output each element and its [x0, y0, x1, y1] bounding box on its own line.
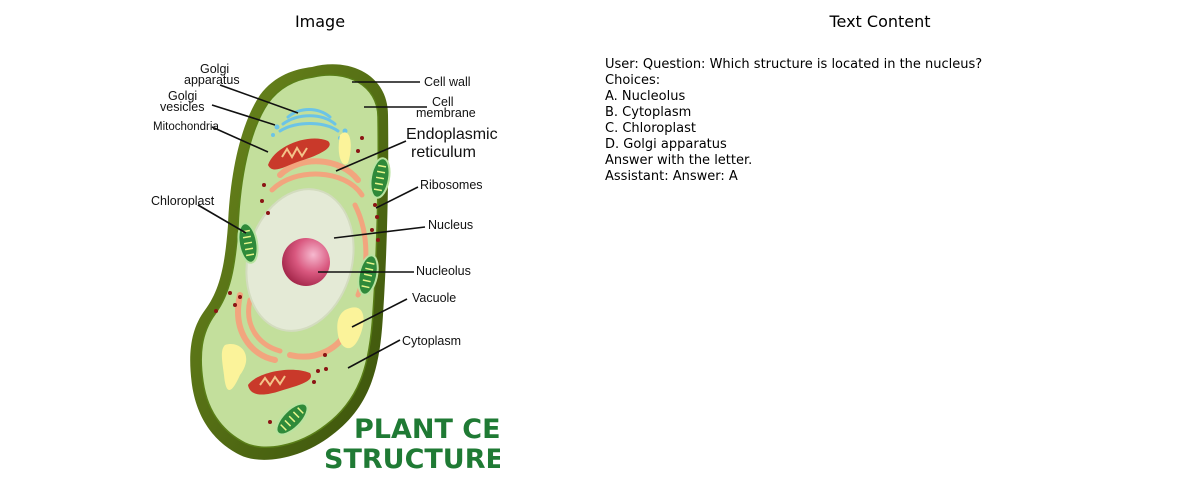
text-line: Answer with the letter.	[605, 153, 753, 168]
label-golgi-vesicles-line1: Golgi	[168, 89, 197, 103]
label-cytoplasm: Cytoplasm	[402, 334, 461, 348]
text-line: User: Question: Which structure is locat…	[605, 57, 983, 72]
ribosomes	[214, 136, 380, 424]
label-mitochondria: Mitochondria	[153, 121, 219, 133]
image-panel-title: Image	[294, 12, 346, 31]
text-line: Assistant: Answer: A	[605, 169, 738, 184]
label-leader-lines	[197, 81, 427, 369]
label-golgi-apparatus-line2: apparatus	[184, 73, 240, 87]
label-cell-membrane-line1: Cell	[432, 95, 454, 109]
text-line: Choices:	[605, 73, 661, 88]
golgi-apparatus	[278, 108, 340, 133]
label-chloroplast: Chloroplast	[151, 194, 215, 208]
text-line: C. Chloroplast	[605, 121, 696, 136]
nucleolus	[282, 238, 330, 286]
label-er-line2: reticulum	[411, 144, 476, 161]
label-cell-membrane-line2: membrane	[416, 106, 476, 120]
mitochondria	[248, 138, 330, 395]
label-golgi-vesicles-line2: vesicles	[160, 100, 204, 114]
text-content: User: Question: Which structure is locat…	[605, 57, 1165, 185]
label-golgi-apparatus-line1: Golgi	[200, 62, 229, 76]
brand-title-line2: STRUCTURE	[324, 444, 500, 475]
plant-cell-diagram: Golgi apparatus Golgi vesicles Mitochond…	[151, 62, 500, 475]
label-vacuole: Vacuole	[412, 291, 456, 305]
diagram-labels: Golgi apparatus Golgi vesicles Mitochond…	[151, 62, 498, 348]
label-er-line1: Endoplasmic	[406, 126, 498, 143]
text-line: D. Golgi apparatus	[605, 137, 727, 152]
label-cell-wall: Cell wall	[424, 75, 471, 89]
label-nucleolus: Nucleolus	[416, 264, 471, 278]
chloroplast	[237, 157, 391, 436]
label-nucleus: Nucleus	[428, 218, 473, 232]
text-line: A. Nucleolus	[605, 89, 686, 104]
text-panel-title: Text Content	[829, 12, 931, 31]
vacuole	[221, 132, 364, 391]
text-line: B. Cytoplasm	[605, 105, 692, 120]
brand-title-line1: PLANT CELL	[354, 414, 500, 445]
label-ribosomes: Ribosomes	[420, 178, 483, 192]
